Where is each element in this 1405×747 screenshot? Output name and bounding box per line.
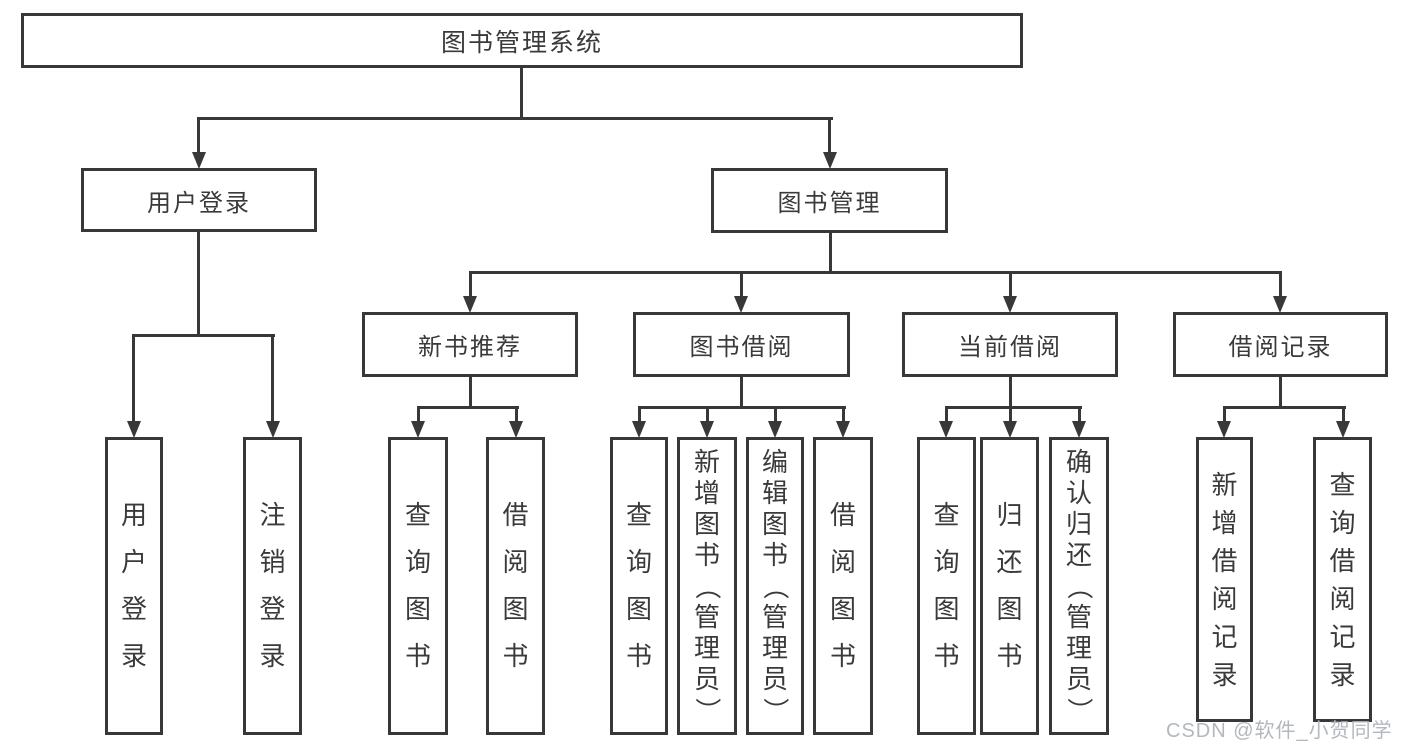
- arrow-to-book-borrow: [734, 296, 748, 313]
- connector-g4-drop-2: [1009, 406, 1012, 426]
- connector-g3-drop-1: [638, 406, 641, 426]
- node-root: 图书管理系统: [21, 13, 1023, 68]
- connector-g5-drop-1: [1223, 406, 1226, 426]
- leaf-edit-books-admin: 编辑图书（管理员）: [746, 437, 804, 735]
- connector-g3-stub: [740, 377, 743, 409]
- arrow-g4-leaf-1: [939, 421, 953, 438]
- connector-g2-drop-2: [515, 406, 518, 426]
- arrow-g1-leaf-1: [127, 421, 141, 438]
- arrow-g5-leaf-2: [1336, 421, 1350, 438]
- node-book-borrowing: 图书借阅: [633, 312, 850, 377]
- connector-g1-drop-2: [271, 334, 274, 424]
- connector-g1-stub: [197, 232, 200, 337]
- leaf-borrow-books-recommend: 借阅图书: [486, 437, 545, 735]
- connector-drop-book-mgmt: [828, 117, 831, 155]
- leaf-return-books: 归还图书: [980, 437, 1039, 735]
- arrow-to-user-login: [192, 152, 206, 169]
- arrow-g2-leaf-2: [509, 421, 523, 438]
- arrow-g1-leaf-2: [266, 421, 280, 438]
- csdn-watermark: CSDN @软件_小贺同学: [1166, 720, 1393, 742]
- connector-g4-drop-3: [1078, 406, 1081, 426]
- connector-g5-drop-2: [1342, 406, 1345, 426]
- node-user-login: 用户登录: [81, 168, 317, 232]
- connector-g1-drop-1: [132, 334, 135, 424]
- connector-drop-current-borrow: [1009, 271, 1012, 299]
- arrow-to-current-borrow: [1003, 296, 1017, 313]
- connector-g4-rail: [945, 406, 1082, 409]
- connector-drop-borrow-records: [1279, 271, 1282, 299]
- leaf-add-borrow-record: 新增借阅记录: [1196, 437, 1253, 722]
- arrow-to-new-books: [463, 296, 477, 313]
- node-new-book-recommend: 新书推荐: [362, 312, 578, 377]
- connector-drop-book-borrow: [740, 271, 743, 299]
- node-book-management: 图书管理: [711, 168, 948, 233]
- leaf-query-books-borrow: 查询图书: [610, 437, 668, 735]
- connector-g3-drop-2: [706, 406, 709, 426]
- connector-g3-rail: [638, 406, 846, 409]
- connector-g5-stub: [1279, 377, 1282, 409]
- arrow-g4-leaf-2: [1003, 421, 1017, 438]
- arrow-to-borrow-records: [1273, 296, 1287, 313]
- arrow-g3-leaf-1: [632, 421, 646, 438]
- arrow-g3-leaf-2: [700, 421, 714, 438]
- leaf-user-login: 用户登录: [105, 437, 163, 735]
- connector-g2-rail: [417, 406, 519, 409]
- leaf-add-books-admin: 新增图书（管理员）: [677, 437, 737, 735]
- connector-g1-rail: [132, 334, 275, 337]
- leaf-query-books-recommend: 查询图书: [388, 437, 448, 735]
- leaf-query-books-current: 查询图书: [917, 437, 976, 735]
- arrow-g5-leaf-1: [1217, 421, 1231, 438]
- leaf-query-borrow-record: 查询借阅记录: [1313, 437, 1372, 722]
- connector-g4-stub: [1009, 377, 1012, 409]
- leaf-confirm-return-admin: 确认归还（管理员）: [1049, 437, 1109, 735]
- leaf-borrow-books: 借阅图书: [813, 437, 873, 735]
- connector-bm-rail: [469, 271, 1282, 274]
- arrow-g3-leaf-3: [768, 421, 782, 438]
- connector-root-rail: [197, 117, 833, 120]
- arrow-to-book-mgmt: [823, 152, 837, 169]
- connector-drop-user-login: [197, 117, 200, 155]
- connector-g2-stub: [469, 377, 472, 409]
- connector-g3-drop-4: [842, 406, 845, 426]
- node-current-borrowing: 当前借阅: [902, 312, 1118, 377]
- connector-bm-stub: [829, 233, 832, 274]
- arrow-g2-leaf-1: [411, 421, 425, 438]
- connector-drop-new-books: [469, 271, 472, 299]
- arrow-g3-leaf-4: [836, 421, 850, 438]
- leaf-logout: 注销登录: [243, 437, 302, 735]
- node-borrow-records: 借阅记录: [1173, 312, 1388, 377]
- connector-root-stub: [520, 68, 523, 119]
- connector-g5-rail: [1223, 406, 1346, 409]
- connector-g2-drop-1: [417, 406, 420, 426]
- connector-g3-drop-3: [774, 406, 777, 426]
- arrow-g4-leaf-3: [1072, 421, 1086, 438]
- connector-g4-drop-1: [945, 406, 948, 426]
